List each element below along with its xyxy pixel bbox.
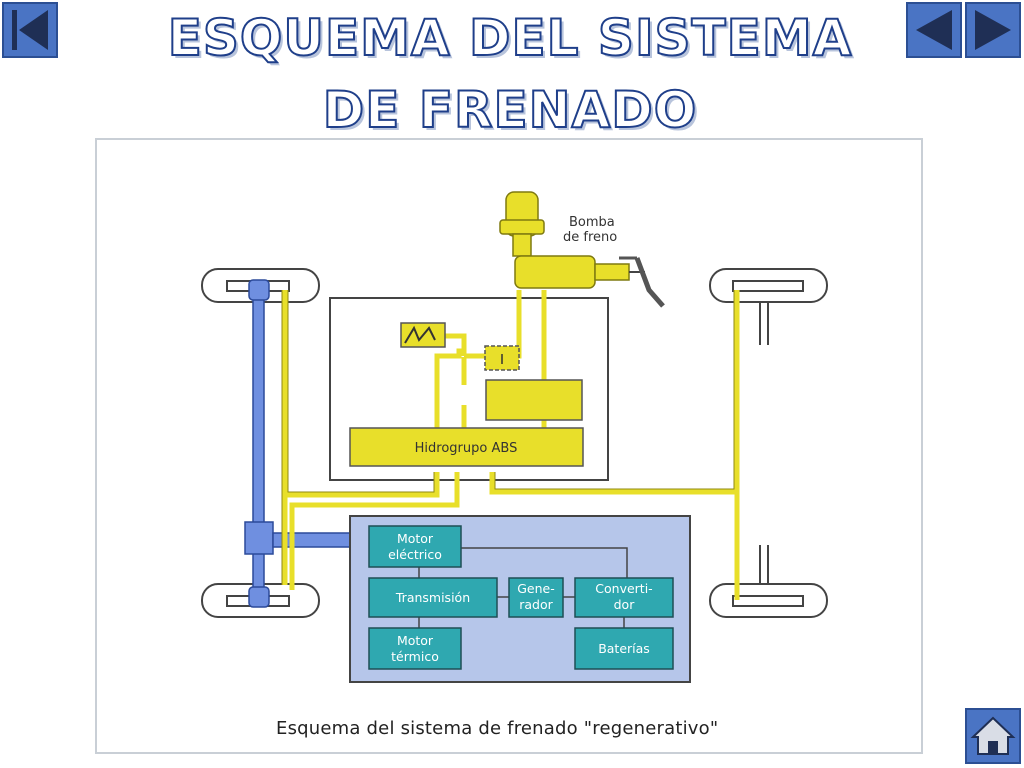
hybrid-powertrain-panel xyxy=(349,515,691,683)
abs-control-unit xyxy=(485,379,583,421)
first-slide-icon xyxy=(12,10,48,50)
label-motor-termico-line2: térmico xyxy=(391,649,439,664)
sensor-block xyxy=(400,322,446,348)
first-slide-button[interactable] xyxy=(2,2,58,58)
previous-slide-icon xyxy=(916,10,952,50)
label-bomba-line2: de freno xyxy=(563,230,617,245)
label-convertidor-line2: dor xyxy=(614,597,636,612)
home-button[interactable] xyxy=(965,708,1021,764)
label-baterias: Baterías xyxy=(598,641,650,656)
previous-slide-button[interactable] xyxy=(906,2,962,58)
label-motor-electrico-line1: Motor xyxy=(397,531,434,546)
label-bomba-line1: Bomba xyxy=(569,215,615,230)
brake-lines xyxy=(282,290,740,600)
label-generador-line1: Gene- xyxy=(517,581,555,596)
line-outlines xyxy=(281,290,735,585)
hidrogrupo-abs xyxy=(349,427,584,467)
page-title-line1: ESQUEMA DEL SISTEMA xyxy=(167,8,853,68)
label-motor-termico-line1: Motor xyxy=(397,633,434,648)
page-title-line2: DE FRENADO xyxy=(322,80,698,140)
diagram-frame: Bomba de freno Hidrogrupo ABS Motor eléc… xyxy=(95,138,923,754)
label-convertidor-line1: Converti- xyxy=(595,581,652,596)
next-slide-icon xyxy=(975,10,1011,50)
label-transmision: Transmisión xyxy=(395,590,470,605)
label-hidrogrupo: Hidrogrupo ABS xyxy=(415,441,518,456)
home-icon xyxy=(970,716,1016,755)
drivetrain-axle xyxy=(244,279,374,608)
master-cylinder xyxy=(499,191,665,308)
diagram-caption: Esquema del sistema de frenado "regenera… xyxy=(276,718,719,739)
braking-system-diagram: Bomba de freno Hidrogrupo ABS Motor eléc… xyxy=(201,191,828,683)
label-motor-electrico-line2: eléctrico xyxy=(388,547,442,562)
wheel-rear-right xyxy=(709,545,828,618)
label-generador-line2: rador xyxy=(519,597,553,612)
wheel-front-right xyxy=(709,268,828,345)
valve-block xyxy=(484,345,520,371)
next-slide-button[interactable] xyxy=(965,2,1021,58)
